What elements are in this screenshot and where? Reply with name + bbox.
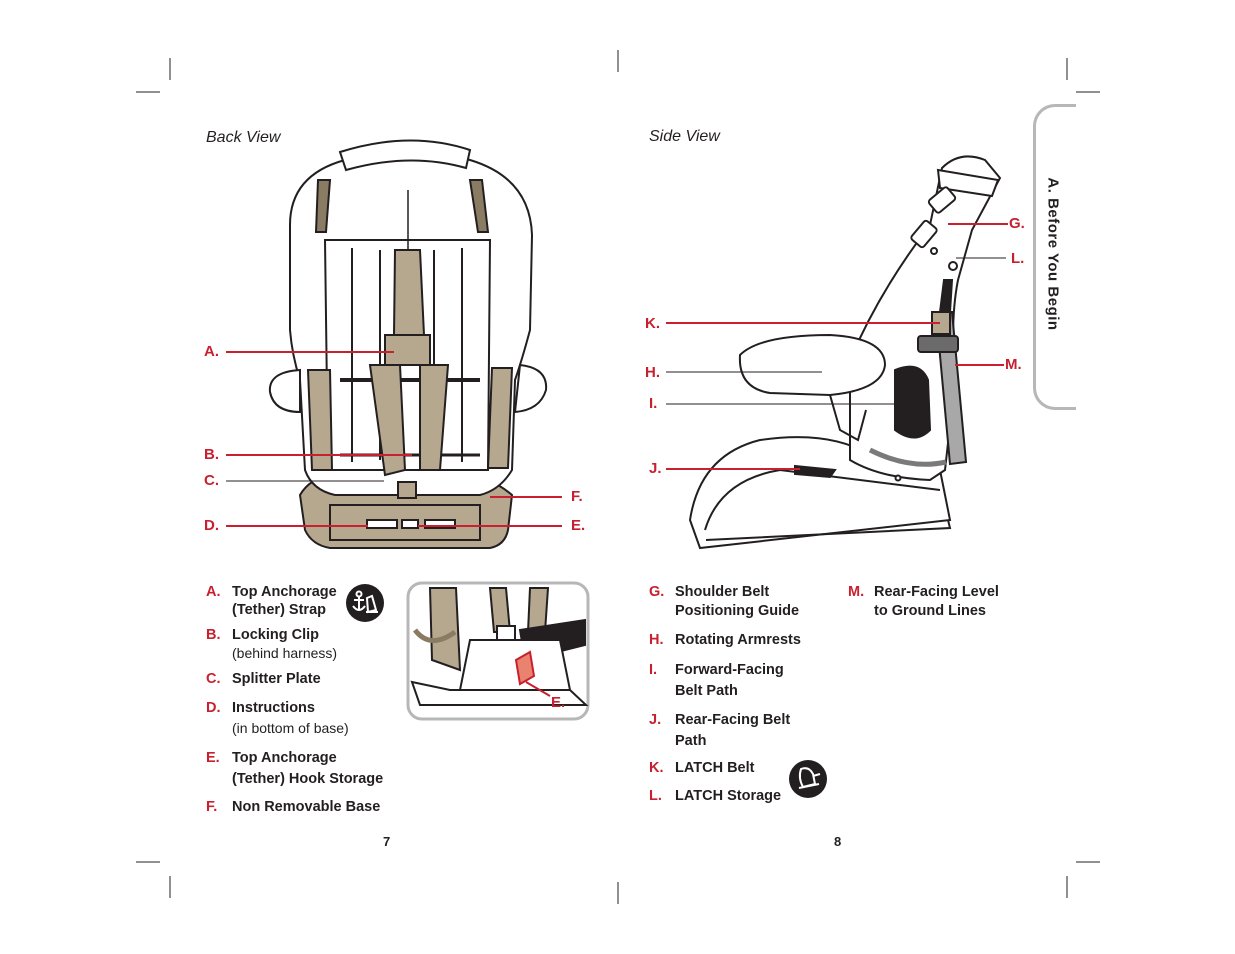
callout-f: F. (571, 488, 583, 505)
inset-callout-e: E. (551, 694, 566, 711)
item-letter: D. (206, 700, 221, 716)
callout-g: G. (1009, 215, 1025, 232)
item-label: Instructions (232, 700, 315, 716)
item-label: LATCH Belt (675, 760, 755, 776)
callout-l: L. (1011, 250, 1025, 267)
item-label: Forward-Facing (675, 662, 784, 678)
item-letter: F. (206, 799, 218, 815)
item-label: Shoulder Belt (675, 584, 770, 600)
item-label: Rear-Facing Level (874, 584, 999, 600)
callout-c: C. (204, 472, 219, 489)
item-label: Splitter Plate (232, 671, 321, 687)
latch-seat-icon (789, 760, 827, 798)
page-number-left: 7 (383, 834, 391, 849)
callout-a: A. (204, 343, 219, 360)
item-label-line2: (Tether) Hook Storage (232, 771, 384, 787)
section-tab (1033, 104, 1076, 410)
page-number-right: 8 (834, 834, 842, 849)
callout-k: K. (645, 315, 660, 332)
item-label: Non Removable Base (232, 799, 381, 815)
side-view-title: Side View (649, 128, 720, 145)
item-label-line2: (Tether) Strap (232, 602, 326, 618)
callout-j: J. (649, 460, 662, 477)
item-letter: C. (206, 671, 221, 687)
item-label: Top Anchorage (232, 750, 337, 766)
callout-d: D. (204, 517, 219, 534)
callout-m: M. (1005, 356, 1022, 373)
item-note: (in bottom of base) (232, 720, 349, 736)
item-letter: E. (206, 750, 220, 766)
item-label: LATCH Storage (675, 788, 782, 804)
item-letter: I. (649, 662, 658, 678)
item-letter: J. (649, 712, 662, 728)
item-letter: L. (649, 788, 662, 804)
callout-b: B. (204, 446, 219, 463)
item-letter: A. (206, 584, 221, 600)
item-label: Top Anchorage (232, 584, 337, 600)
item-note: (behind harness) (232, 645, 338, 661)
callout-i: I. (649, 395, 658, 412)
callout-e: E. (571, 517, 586, 534)
item-label-line2: Positioning Guide (675, 603, 800, 619)
item-label-line2: Belt Path (675, 683, 738, 699)
item-letter: B. (206, 627, 221, 643)
item-label: Rear-Facing Belt (675, 712, 791, 728)
item-label-line2: to Ground Lines (874, 603, 986, 619)
section-tab-label: A. Before You Begin (1044, 177, 1062, 331)
item-label-line2: Path (675, 733, 707, 749)
item-letter: M. (848, 584, 865, 600)
item-letter: H. (649, 632, 664, 648)
back-view-title: Back View (206, 129, 281, 146)
callout-h: H. (645, 364, 660, 381)
item-label: Rotating Armrests (675, 632, 801, 648)
anchor-tether-icon (346, 584, 384, 622)
item-letter: K. (649, 760, 664, 776)
item-label: Locking Clip (232, 627, 319, 643)
item-letter: G. (649, 584, 665, 600)
